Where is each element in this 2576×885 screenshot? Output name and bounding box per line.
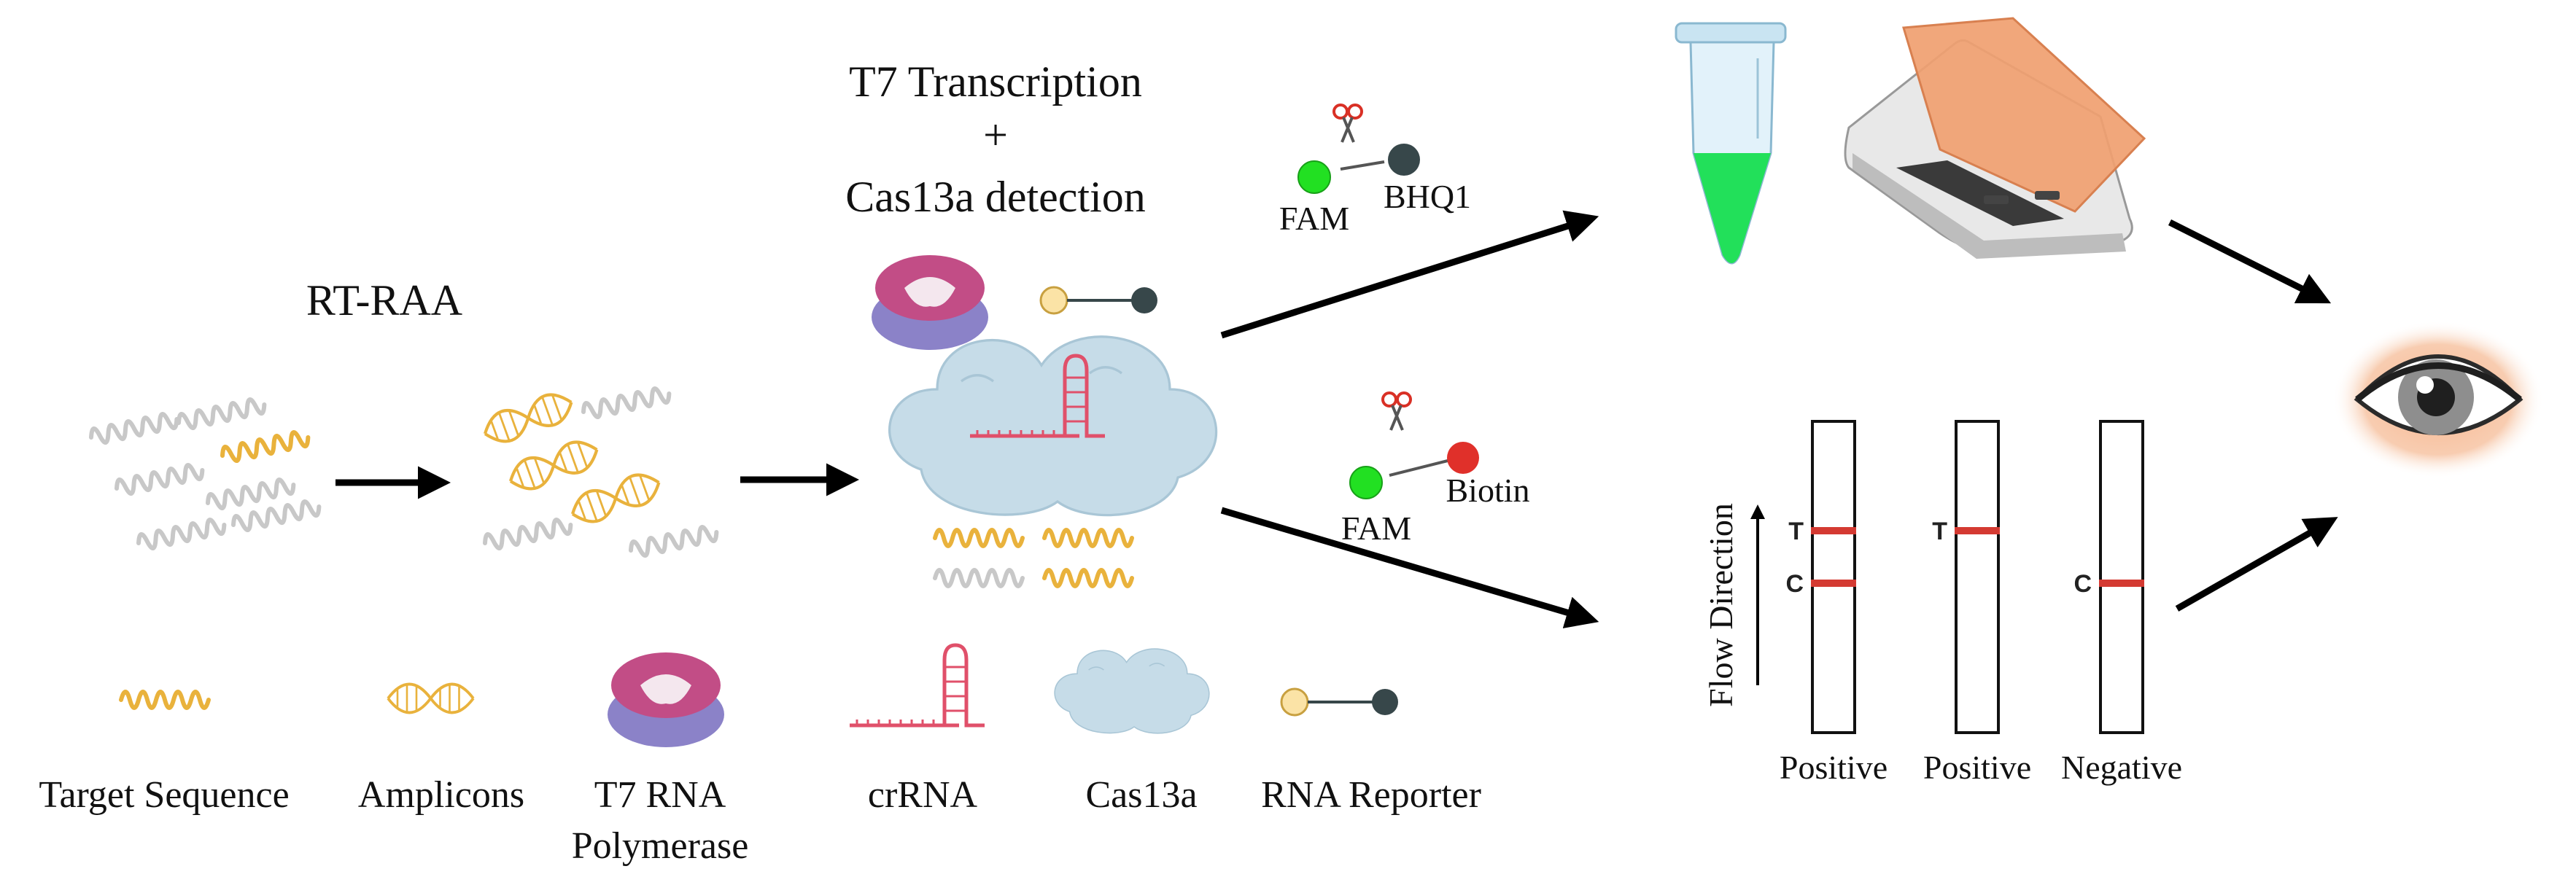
step1-title: RT-RAA [306, 276, 462, 324]
t7-polymerase-icon [872, 255, 988, 350]
arrow-fluorescence-to-eye [2168, 219, 2332, 304]
test-strip: C Negative [2061, 420, 2182, 786]
control-line [1811, 580, 1856, 587]
strip-body [1955, 420, 2000, 734]
target-strand [221, 429, 310, 463]
legend-label-t7-line1: T7 RNA [594, 774, 726, 816]
step2-title-line1: T7 Transcription [849, 58, 1142, 106]
step2-title-plus: + [983, 111, 1008, 159]
strip-result-label: Positive [1780, 749, 1888, 786]
legend-label-crrna: crRNA [868, 774, 978, 816]
test-strip: T Positive [1923, 420, 2031, 786]
legend-crrna [850, 645, 985, 725]
strip-body [1811, 420, 1856, 734]
flow-direction-label: Flow Direction [1702, 503, 1739, 707]
crrna-icon [850, 645, 985, 725]
test-line [1811, 527, 1856, 534]
detection-mix [872, 255, 1218, 586]
control-label: C [2073, 570, 2092, 598]
fluorescence-reporter [1297, 104, 1420, 194]
legend-cas13a [1054, 648, 1210, 734]
legend-label-rna-reporter: RNA Reporter [1261, 774, 1481, 816]
legend-label-amplicons: Amplicons [358, 774, 524, 816]
arrow-to-lateral-flow [1220, 507, 1599, 628]
reaction-tube-icon [1675, 22, 1787, 265]
rna-reporter-icon [1039, 286, 1159, 315]
biotin-label: Biotin [1446, 472, 1529, 509]
fam-dot [1349, 466, 1383, 499]
rna-reporter-icon [1280, 687, 1400, 717]
strip-body [2099, 420, 2144, 734]
eye-icon [2332, 321, 2544, 478]
bhq1-label: BHQ1 [1384, 178, 1471, 215]
input-strands [90, 397, 321, 550]
legend [121, 645, 1400, 747]
arrow-strips-to-eye [2175, 517, 2338, 612]
step2-title-line2: Cas13a detection [845, 173, 1146, 221]
control-line [2099, 580, 2144, 587]
control-label: C [1785, 570, 1804, 598]
legend-amplicons [387, 682, 475, 714]
scissors-icon [1381, 391, 1412, 432]
legend-t7-polymerase [608, 652, 724, 747]
fam-label-bottom: FAM [1341, 510, 1411, 547]
fam-label-top: FAM [1279, 200, 1349, 237]
legend-target-sequence [121, 692, 209, 708]
scissors-icon [1332, 104, 1363, 144]
test-line [1955, 527, 2000, 534]
bhq1-dot [1388, 144, 1420, 176]
legend-rna-reporter [1280, 687, 1400, 717]
arrow-to-fluorescence [1220, 210, 1599, 339]
legend-label-t7-line2: Polymerase [572, 825, 749, 867]
cas13a-icon [888, 335, 1218, 517]
transilluminator-icon [1844, 17, 2146, 259]
fam-dot [1297, 160, 1331, 194]
target-sequence-icon [121, 692, 209, 708]
test-label: T [1932, 518, 1947, 545]
legend-label-cas13a: Cas13a [1085, 774, 1197, 816]
strip-result-label: Positive [1923, 749, 2031, 786]
legend-label-target-sequence: Target Sequence [39, 774, 289, 816]
amplified-products [480, 386, 718, 558]
strip-result-label: Negative [2061, 749, 2182, 786]
cas13a-icon [1054, 648, 1210, 734]
test-strip: TC Positive [1780, 420, 1888, 786]
biotin-dot [1447, 442, 1479, 474]
t7-polymerase-icon [608, 652, 724, 747]
lateral-flow-reporter [1349, 391, 1479, 499]
amplicon-icon [387, 682, 475, 714]
test-label: T [1788, 518, 1804, 545]
